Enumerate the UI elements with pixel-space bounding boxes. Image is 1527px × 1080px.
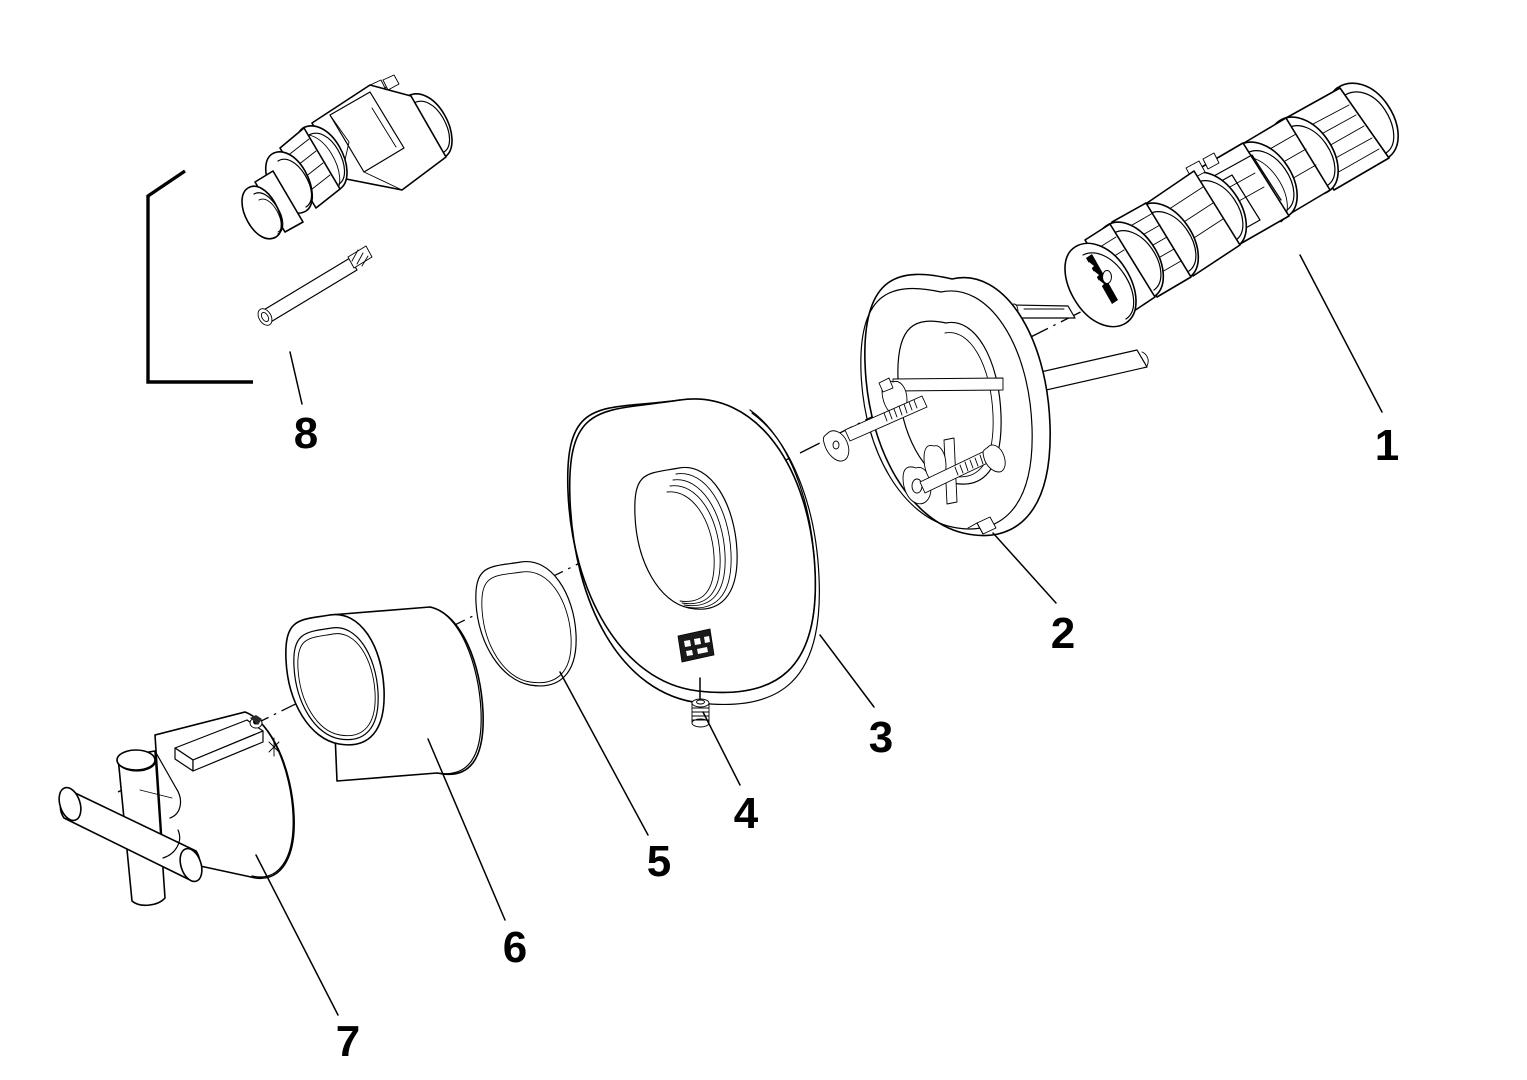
part-extension-rod xyxy=(257,245,373,326)
leader-2 xyxy=(992,532,1057,604)
fixing-screw-lower xyxy=(919,444,1006,494)
part-extension-kit xyxy=(146,74,453,384)
part-mounting-plate xyxy=(822,273,1051,537)
callout-label-1: 1 xyxy=(1375,421,1399,470)
leader-3 xyxy=(819,634,875,708)
leader-7 xyxy=(255,854,339,1016)
callout-label-8: 8 xyxy=(294,409,318,458)
group-bracket-8 xyxy=(146,169,253,384)
part-o-ring xyxy=(475,561,577,687)
fixing-screw-upper xyxy=(822,395,928,462)
part-cross-handle xyxy=(58,711,295,907)
leader-8 xyxy=(289,351,303,405)
part-escutcheon-plate xyxy=(566,398,820,706)
leader-4 xyxy=(702,711,741,786)
leader-6 xyxy=(427,738,506,921)
part-extension-cartridge xyxy=(241,74,453,240)
brand-logo-badge xyxy=(677,628,715,663)
callout-label-6: 6 xyxy=(503,923,527,972)
part-thermostatic-cartridge xyxy=(1064,82,1399,328)
leader-5 xyxy=(559,671,649,836)
callout-label-7: 7 xyxy=(336,1017,360,1066)
callout-label-3: 3 xyxy=(869,713,893,762)
callout-label-4: 4 xyxy=(734,789,759,838)
callout-leaders xyxy=(255,254,1383,1016)
callout-label-2: 2 xyxy=(1051,609,1075,658)
leader-1 xyxy=(1299,254,1383,413)
part-sleeve xyxy=(285,606,484,782)
callout-numbers: 1 2 3 4 5 6 7 8 xyxy=(294,409,1399,1066)
part-set-screw xyxy=(691,677,710,728)
callout-label-5: 5 xyxy=(647,837,671,886)
